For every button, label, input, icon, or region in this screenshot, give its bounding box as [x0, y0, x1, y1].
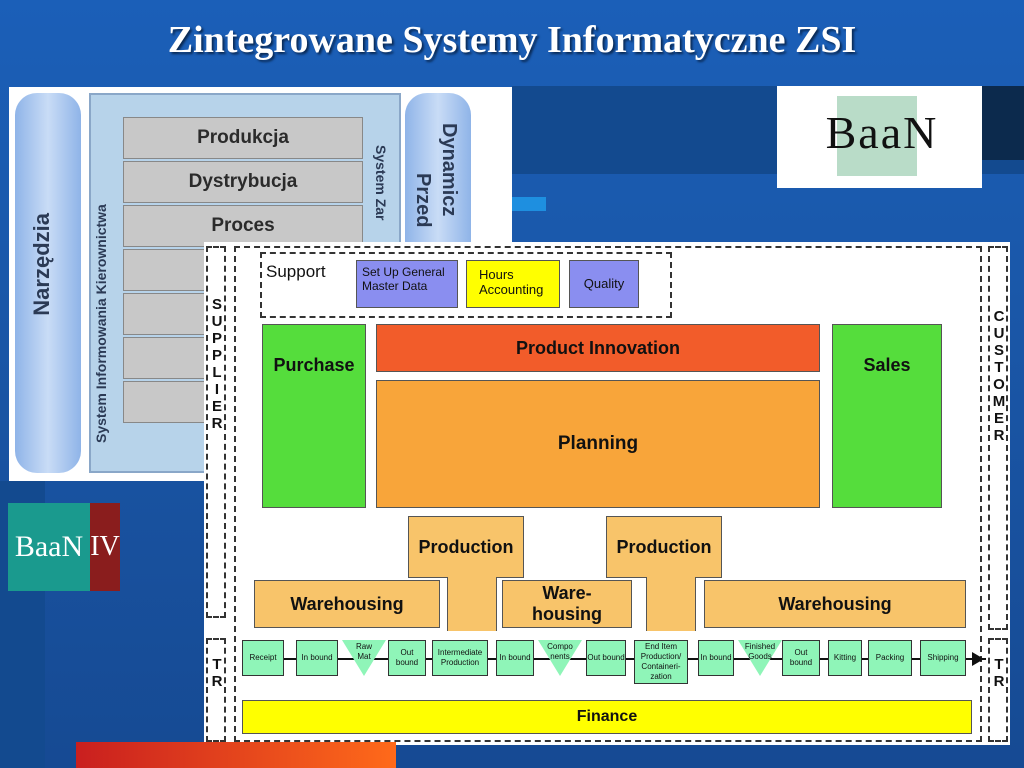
bottom-red-bar	[76, 742, 396, 768]
tr-letter: T	[994, 656, 1004, 673]
customer-letter: S	[993, 342, 1004, 359]
bg-dark-corner	[982, 86, 1024, 160]
flow-rawmat-label: Raw Mat	[355, 642, 372, 661]
tr-left-letters: T R	[208, 656, 226, 690]
flow-outbound-2: Out bound	[586, 640, 626, 676]
customer-letter: T	[994, 359, 1004, 376]
supplier-letter: R	[211, 415, 223, 432]
supplier-letters: S U P P L I E R	[208, 296, 226, 432]
flow-finished-goods-label: Finished Goods	[744, 642, 776, 661]
flow-arrow-icon	[972, 652, 984, 666]
supplier-letter: S	[211, 296, 222, 313]
tr-right-box	[988, 638, 1008, 742]
management-vertical-label: System Informowania Kierownictwa	[93, 204, 109, 443]
tr-left-box	[206, 638, 226, 742]
supplier-column	[206, 246, 226, 618]
customer-letter: R	[993, 427, 1005, 444]
baan-process-diagram: S U P P L I E R T R C U S T O M E R T R …	[204, 242, 1010, 745]
customer-letter: E	[993, 410, 1004, 427]
production-box-1: Production	[408, 516, 524, 578]
flow-inbound-3: In bound	[698, 640, 734, 676]
supplier-letter: U	[211, 313, 223, 330]
layer-proces: Proces	[123, 205, 363, 247]
customer-letter: U	[993, 325, 1005, 342]
narzedzia-label: Narzędzia	[29, 213, 54, 316]
supplier-letter: P	[211, 347, 222, 364]
tr-letter: R	[211, 673, 223, 690]
finance-box: Finance	[242, 700, 972, 734]
flow-outbound-3: Out bound	[782, 640, 820, 676]
setup-master-data-box: Set Up General Master Data	[356, 260, 458, 308]
product-innovation-box: Product Innovation	[376, 324, 820, 372]
planning-box: Planning	[376, 380, 820, 508]
customer-letters: C U S T O M E R	[990, 308, 1008, 444]
warehousing-box-3: Warehousing	[704, 580, 966, 628]
warehousing-box-1: Warehousing	[254, 580, 440, 628]
production-box-2: Production	[606, 516, 722, 578]
flow-intermediate-production: Intermediate Production	[432, 640, 488, 676]
flow-inbound-1: In bound	[296, 640, 338, 676]
purchase-box: Purchase	[262, 324, 366, 508]
dynamic-label-1: Dynamicz	[438, 123, 460, 217]
hours-accounting-box: Hours Accounting	[466, 260, 560, 308]
tr-letter: T	[212, 656, 222, 673]
supplier-letter: P	[211, 330, 222, 347]
flow-inbound-2: In bound	[496, 640, 534, 676]
narzedzia-cylinder: Narzędzia	[15, 93, 81, 473]
warehousing-box-2: Ware- housing	[502, 580, 632, 628]
sales-box: Sales	[832, 324, 942, 508]
support-box	[260, 252, 672, 318]
supplier-letter: L	[212, 364, 222, 381]
supplier-letter: I	[214, 381, 220, 398]
flow-receipt: Receipt	[242, 640, 284, 676]
main-area	[234, 246, 982, 742]
customer-column	[988, 246, 1008, 630]
baan-iv-logo: BaaN	[8, 503, 90, 591]
customer-letter: M	[992, 393, 1006, 410]
layer-produkcja: Produkcja	[123, 117, 363, 159]
baan-logo: BaaN	[777, 86, 982, 188]
tr-letter: R	[993, 673, 1005, 690]
dynamic-label-2: Przed	[412, 173, 434, 228]
quality-box: Quality	[569, 260, 639, 308]
flow-shipping: Shipping	[920, 640, 966, 676]
customer-letter: C	[993, 308, 1005, 325]
customer-letter: O	[993, 376, 1005, 393]
baan-logo-text: BaaN	[825, 107, 939, 158]
baan-logo-square	[837, 96, 917, 176]
tr-right-letters: T R	[990, 656, 1008, 690]
flow-finished-goods-triangle	[738, 640, 782, 676]
page-title: Zintegrowane Systemy Informatyczne ZSI	[167, 19, 857, 61]
baan-iv-suffix: IV	[90, 503, 120, 591]
production-stem-1	[447, 577, 497, 631]
flow-components-label: Compo nents	[547, 642, 573, 661]
flow-components-triangle	[538, 640, 582, 676]
supplier-letter: E	[211, 398, 222, 415]
layer-dystrybucja: Dystrybucja	[123, 161, 363, 203]
flow-rawmat-triangle	[342, 640, 386, 676]
flow-outbound-1: Out bound	[388, 640, 426, 676]
bg-light-bar	[512, 197, 546, 211]
production-stem-2	[646, 577, 696, 631]
flow-end-item-production: End Item Production/ Containeri- zation	[634, 640, 688, 684]
flow-packing: Packing	[868, 640, 912, 676]
system-zar-label: System Zar	[373, 145, 389, 221]
support-label: Support	[266, 262, 326, 281]
flow-kitting: Kitting	[828, 640, 862, 676]
